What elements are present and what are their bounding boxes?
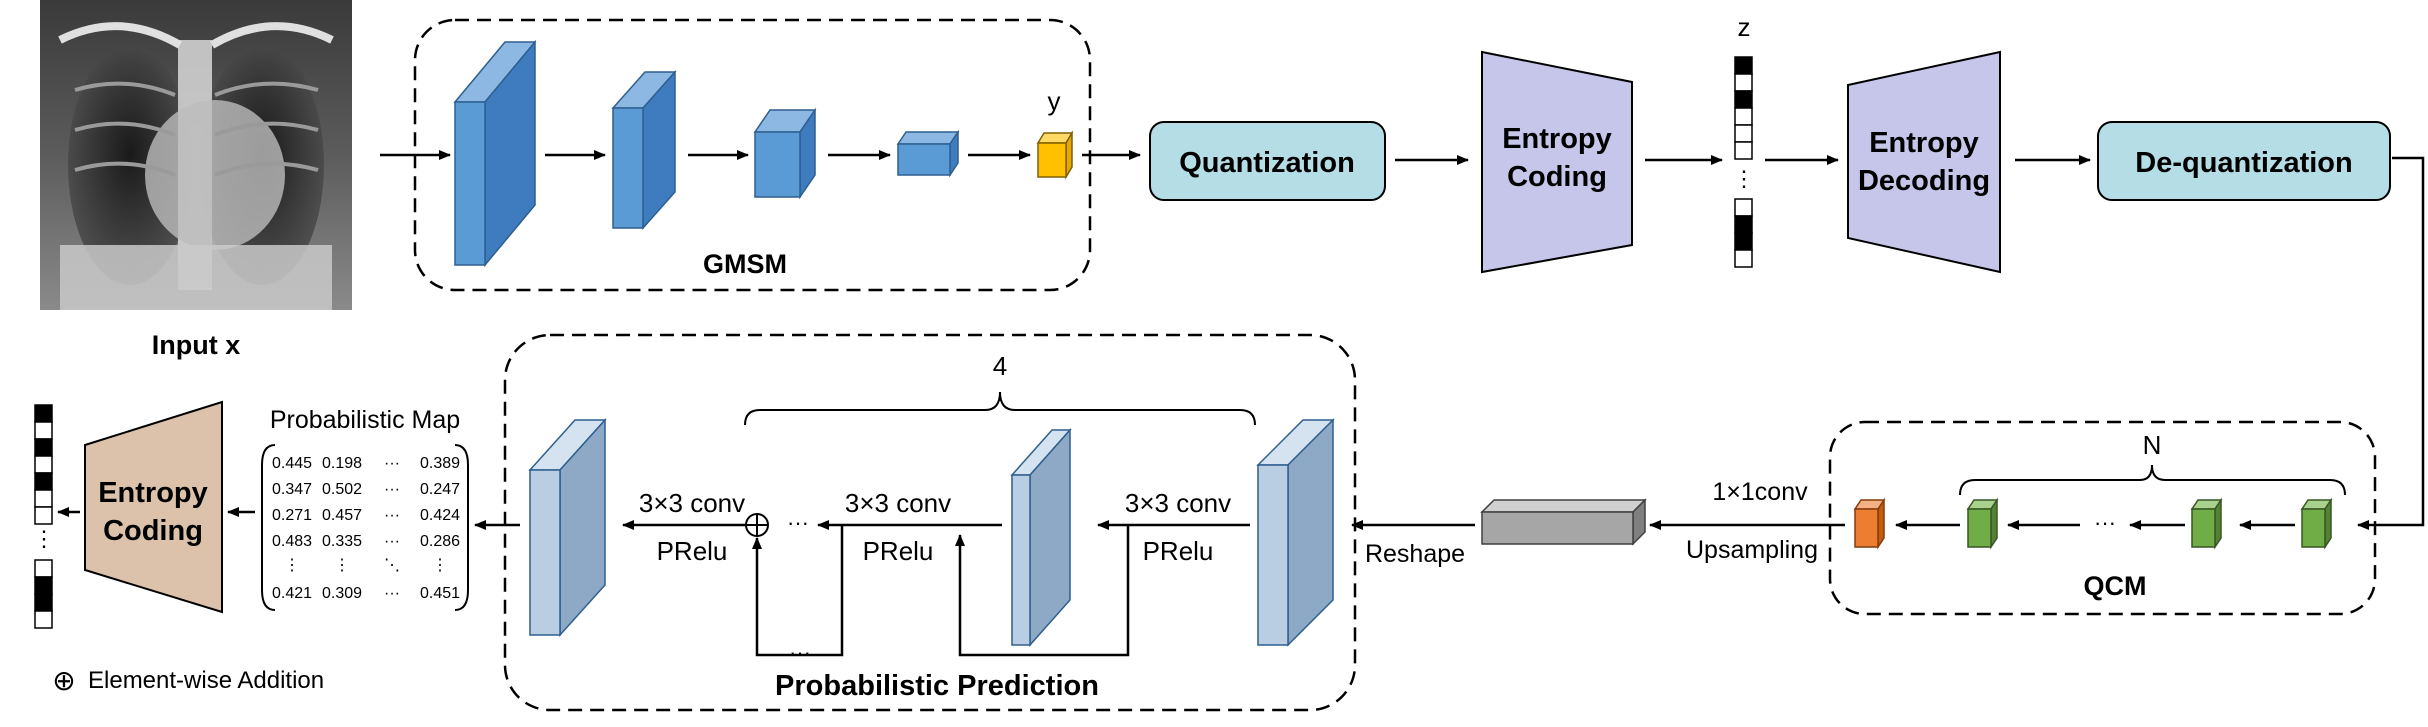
prob-pred-box [503, 333, 1357, 712]
prob-map-cell: 0.424 [420, 507, 460, 524]
arrow-dequant-to-qcm [2357, 156, 2425, 530]
prob-map-cell: 0.271 [272, 507, 312, 524]
prob-pred-repeat-brace [744, 391, 1256, 426]
prob-map-cell: 0.347 [272, 481, 312, 498]
conv-label-3: 3×3 conv [639, 488, 745, 518]
input-xray-image [40, 0, 352, 310]
prob-map-cell: 0.309 [322, 585, 362, 602]
prob-map-cell: 0.389 [420, 455, 460, 472]
entropy-coding-bottom-line2: Coding [103, 515, 203, 547]
prob-map-cell: 0.483 [272, 533, 312, 550]
qcm-repeat-brace [1959, 464, 2346, 496]
reshape-gray-block [1480, 498, 1647, 546]
qcm-title: QCM [2084, 571, 2147, 601]
prob-map-cell: ⋮ [334, 557, 350, 574]
qcm-green-block-1 [1966, 497, 1999, 550]
entropy-coding-bottom-line1: Entropy [98, 477, 208, 509]
prob-map-cell: ··· [384, 533, 400, 550]
reshape-label: Reshape [1365, 540, 1465, 568]
prob-map-cell: 0.445 [272, 455, 312, 472]
prob-pred-dots-1: ··· [787, 510, 809, 535]
input-label: Input x [152, 330, 241, 360]
conv-label-1: 3×3 conv [1125, 488, 1231, 518]
entropy-decoding-line1: Entropy [1869, 127, 1979, 159]
z-label: z [1738, 12, 1751, 42]
legend-addition-text: Element-wise Addition [88, 667, 324, 694]
gmsm-block-2 [611, 70, 677, 230]
prelu-label-2: PRelu [863, 536, 934, 566]
gmsm-block-3 [753, 107, 817, 200]
prob-map-cell: 0.286 [420, 533, 460, 550]
prob-pred-arrows [474, 520, 1250, 657]
prob-map-bracket-right [454, 444, 469, 611]
prob-map-cell: 0.335 [322, 533, 362, 550]
prelu-label-1: PRelu [1143, 536, 1214, 566]
prob-map-cell: ⋱ [384, 557, 400, 574]
y-label: y [1048, 86, 1061, 116]
entropy-coding-top-line1: Entropy [1502, 123, 1612, 155]
entropy-decoding-line2: Decoding [1858, 165, 1990, 197]
dequantization-label: De-quantization [2135, 147, 2353, 179]
prob-map-cell: 0.457 [322, 507, 362, 524]
prob-map-cell: ··· [384, 481, 400, 498]
prob-map-cell: 0.247 [420, 481, 460, 498]
prob-pred-repeat-label: 4 [993, 351, 1007, 381]
gmsm-block-1 [453, 39, 537, 268]
prob-map-cell: ··· [384, 585, 400, 602]
prob-block-left [528, 418, 607, 637]
entropy-coding-top-line2: Coding [1507, 161, 1607, 193]
upsampling-label: Upsampling [1686, 536, 1818, 564]
qcm-green-block-2 [2190, 497, 2223, 550]
prob-map-bracket-left [261, 444, 276, 611]
prob-map-matrix: 0.445 0.198 ··· 0.389 0.347 0.502 ··· 0.247 0.27… [272, 455, 460, 602]
prob-pred-dots-2: ··· [789, 640, 811, 665]
prob-map-cell: 0.502 [322, 481, 362, 498]
entropy-decoding [1847, 50, 2001, 274]
bitstream-out [34, 404, 53, 629]
qcm-orange-block [1853, 497, 1886, 550]
dequantization-box [2097, 121, 2391, 201]
quantization-box [1149, 121, 1386, 201]
prob-map-cell: ··· [384, 455, 400, 472]
prelu-label-3: PRelu [657, 536, 728, 566]
bitstream-out-dots: ⋮ [33, 526, 55, 551]
gmsm-output-y-block [1036, 130, 1074, 180]
prob-map-title: Probabilistic Map [270, 406, 460, 434]
prob-map-cell: ··· [384, 507, 400, 524]
conv-label-2: 3×3 conv [845, 488, 951, 518]
bitstream-z-dots: ⋮ [1733, 166, 1755, 191]
prob-block-middle [1010, 428, 1072, 647]
qcm-green-block-3 [2300, 497, 2333, 550]
prob-map-cell: 0.451 [420, 585, 460, 602]
prob-pred-title: Probabilistic Prediction [775, 670, 1099, 702]
entropy-coding-bottom [84, 400, 223, 614]
qcm-repeat-label: N [2143, 430, 2162, 460]
gmsm-block-4 [896, 129, 960, 178]
prob-block-right [1256, 418, 1335, 647]
qcm-dots: ··· [2094, 510, 2116, 535]
legend-addition-symbol: ⊕ [52, 665, 75, 696]
prob-map-cell: 0.198 [322, 455, 362, 472]
conv1x1-label: 1×1conv [1712, 478, 1808, 506]
quantization-label: Quantization [1179, 147, 1355, 179]
bitstream-z [1734, 56, 1753, 268]
entropy-coding-top [1481, 50, 1633, 274]
prob-map-cell: 0.421 [272, 585, 312, 602]
gmsm-title: GMSM [703, 249, 787, 279]
prob-map-cell: ⋮ [284, 557, 300, 574]
prob-map-cell: ⋮ [432, 557, 448, 574]
